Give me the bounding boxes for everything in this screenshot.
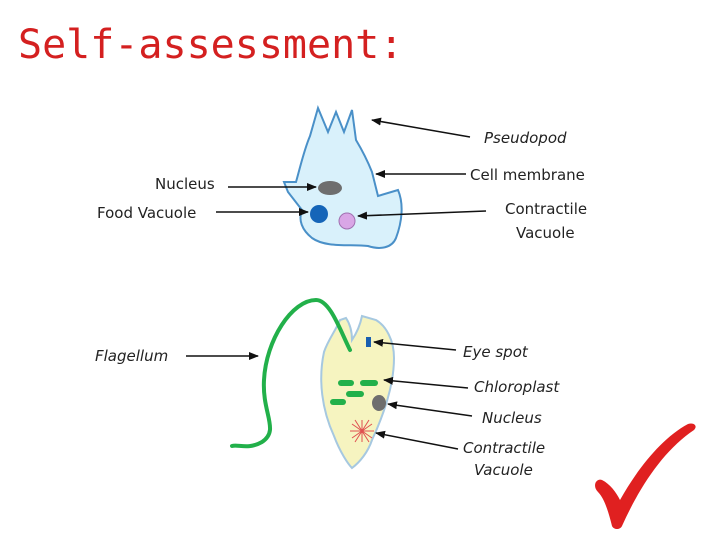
amoeba-contractile-vacuole [338, 212, 356, 230]
euglena: Flagellum Eye spot Chloroplast Nucleus C… [95, 297, 560, 479]
label-eye-spot: Eye spot [463, 343, 529, 361]
label-pseudopod: Pseudopod [484, 129, 567, 147]
arrow-contractile-vacuole [357, 210, 487, 220]
euglena-nucleus [372, 395, 386, 411]
amoeba: Pseudopod Cell membrane Nucleus Food Vac… [97, 104, 587, 249]
label-chloroplast: Chloroplast [474, 378, 560, 396]
amoeba-food-vacuole [310, 205, 328, 223]
label-nucleus: Nucleus [155, 175, 215, 193]
amoeba-nucleus [318, 181, 342, 195]
label-contractile-vacuole-2: Vacuole [516, 224, 575, 242]
label-cell-membrane: Cell membrane [470, 166, 585, 184]
label-food-vacuole: Food Vacuole [97, 204, 196, 222]
arrow-nucleus-euglena [387, 401, 473, 417]
euglena-chloroplast-1 [338, 380, 354, 386]
euglena-eye-spot [366, 337, 371, 347]
arrow-eye-spot [373, 338, 457, 351]
euglena-flagellum [230, 297, 352, 449]
label-contractile-vacuole-euglena-1: Contractile [463, 439, 545, 457]
label-nucleus-euglena: Nucleus [482, 409, 542, 427]
arrow-pseudopod [371, 117, 471, 138]
page-title: Self-assessment: [18, 22, 404, 68]
euglena-chloroplast-4 [330, 399, 346, 405]
euglena-chloroplast-2 [360, 380, 378, 386]
euglena-contractile-vacuole [350, 419, 374, 443]
euglena-chloroplast-3 [346, 391, 364, 397]
label-contractile-vacuole-euglena-2: Vacuole [474, 461, 533, 479]
arrow-contractile-vacuole-euglena [375, 430, 459, 450]
label-flagellum: Flagellum [95, 347, 168, 365]
label-contractile-vacuole-1: Contractile [505, 200, 587, 218]
arrow-chloroplast [383, 376, 469, 389]
checkmark-icon [595, 423, 696, 529]
